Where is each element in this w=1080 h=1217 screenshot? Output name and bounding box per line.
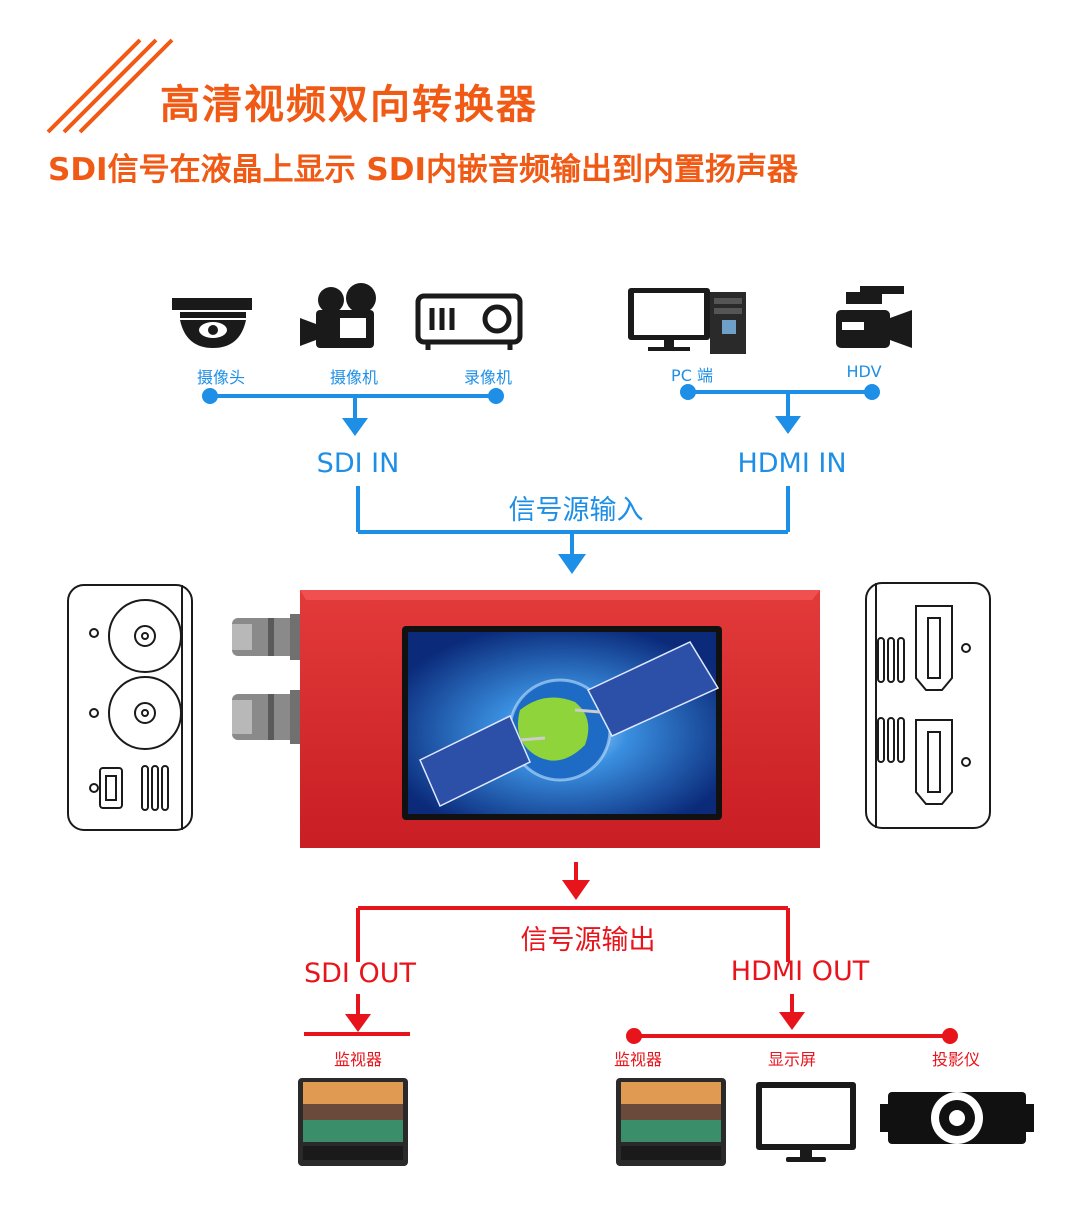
title-slash-decoration [46, 38, 174, 134]
bnc-connector-bottom [232, 690, 308, 744]
hdmi-out-label: HDMI OUT [730, 956, 870, 987]
converter-device [232, 590, 820, 848]
target-label-hdmi-monitor: 监视器 [613, 1050, 663, 1069]
hdv-camcorder-icon [836, 286, 912, 348]
recorder-icon [415, 293, 523, 350]
pc-icon [628, 288, 746, 354]
page-subtitle: SDI信号在液晶上显示 SDI内嵌音频输出到内置扬声器 [48, 152, 798, 188]
target-label-display: 显示屏 [767, 1050, 817, 1069]
hdmi-in-label: HDMI IN [737, 448, 847, 479]
source-label-video-camera: 摄像机 [329, 368, 379, 387]
input-connector-lines [202, 384, 880, 574]
dome-camera-icon [172, 298, 252, 348]
sdi-out-label: SDI OUT [304, 958, 416, 989]
sdi-in-label: SDI IN [316, 448, 400, 479]
source-label-dome-camera: 摄像头 [196, 368, 246, 387]
right-panel-drawing [865, 582, 991, 829]
target-label-projector: 投影仪 [931, 1050, 981, 1069]
monitor-icon [298, 1078, 408, 1166]
display-icon [756, 1082, 856, 1162]
page-title: 高清视频双向转换器 [160, 82, 538, 128]
source-label-hdv: HDV [846, 362, 882, 381]
output-connector-lines [304, 862, 958, 1044]
monitor-icon-2 [616, 1078, 726, 1166]
left-panel-drawing [67, 584, 193, 831]
source-label-recorder: 录像机 [463, 368, 513, 387]
projector-icon [880, 1092, 1034, 1144]
output-group-label: 信号源输出 [520, 925, 656, 956]
input-group-label: 信号源输入 [508, 495, 644, 526]
video-camera-icon [300, 283, 376, 348]
target-label-sdi-monitor: 监视器 [333, 1050, 383, 1069]
source-label-pc: PC 端 [671, 366, 713, 385]
bnc-connector-top [232, 614, 308, 660]
